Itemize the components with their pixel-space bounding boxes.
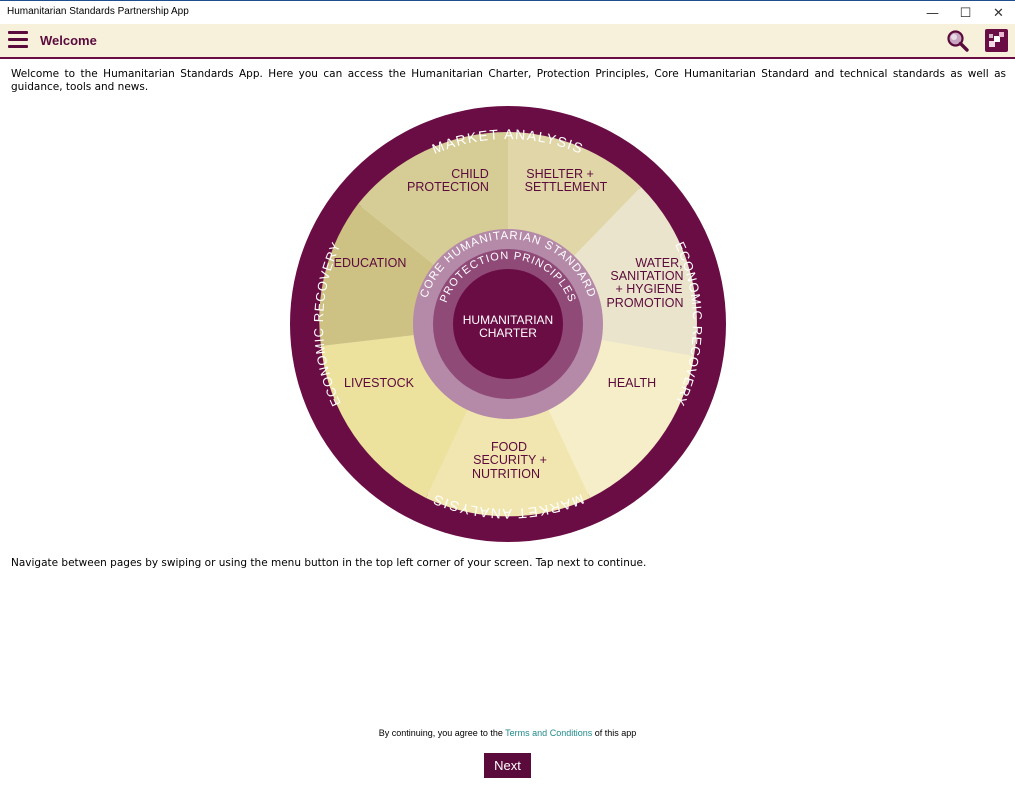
app-header: Welcome (0, 24, 1015, 59)
wash-line2: SANITATION (610, 269, 683, 283)
hamburger-icon[interactable] (8, 31, 28, 51)
wash-line1: WATER, (635, 256, 682, 270)
shelter-line2: SETTLEMENT (525, 180, 608, 194)
wash-line4: PROMOTION (606, 296, 683, 310)
health-label: HEALTH (608, 376, 656, 390)
page-title: Welcome (40, 33, 97, 48)
terms-suffix: of this app (592, 728, 637, 738)
minimize-button[interactable]: — (926, 5, 939, 21)
magnifier-icon (947, 30, 969, 52)
maximize-button[interactable]: ☐ (959, 5, 972, 21)
education-label: EDUCATION (334, 256, 407, 270)
shelter-line1: SHELTER + (526, 167, 594, 181)
terms-notice: By continuing, you agree to the Terms an… (0, 728, 1015, 738)
window-titlebar: Humanitarian Standards Partnership App —… (0, 0, 1015, 24)
humanitarian-charter-center[interactable] (453, 269, 563, 379)
center-label-line1: HUMANITARIAN (463, 313, 553, 327)
intro-text: Welcome to the Humanitarian Standards Ap… (11, 68, 1006, 93)
segment-food[interactable] (426, 324, 590, 517)
center-label-line2: CHARTER (479, 326, 537, 340)
wash-line3: + HYGIENE (615, 282, 682, 296)
child-protection-line2: PROTECTION (407, 180, 489, 194)
terms-prefix: By continuing, you agree to the (378, 728, 506, 738)
livestock-label: LIVESTOCK (344, 376, 415, 390)
search-button[interactable] (946, 29, 970, 53)
navigation-hint: Navigate between pages by swiping or usi… (11, 557, 647, 569)
hsp-logo-icon (989, 32, 1004, 47)
food-line1: FOOD (491, 440, 527, 454)
close-button[interactable]: ✕ (993, 5, 1004, 21)
food-line2: SECURITY + (473, 453, 547, 467)
terms-link[interactable]: Terms and Conditions (505, 728, 593, 738)
standards-wheel: MARKET ANALYSIS MARKET ANALYSIS ECONOMIC… (290, 106, 726, 542)
food-line3: NUTRITION (472, 467, 540, 481)
child-protection-line1: CHILD (451, 167, 489, 181)
next-button[interactable]: Next (484, 753, 531, 778)
window-title: Humanitarian Standards Partnership App (7, 6, 189, 17)
hsp-logo-button[interactable] (985, 29, 1008, 52)
